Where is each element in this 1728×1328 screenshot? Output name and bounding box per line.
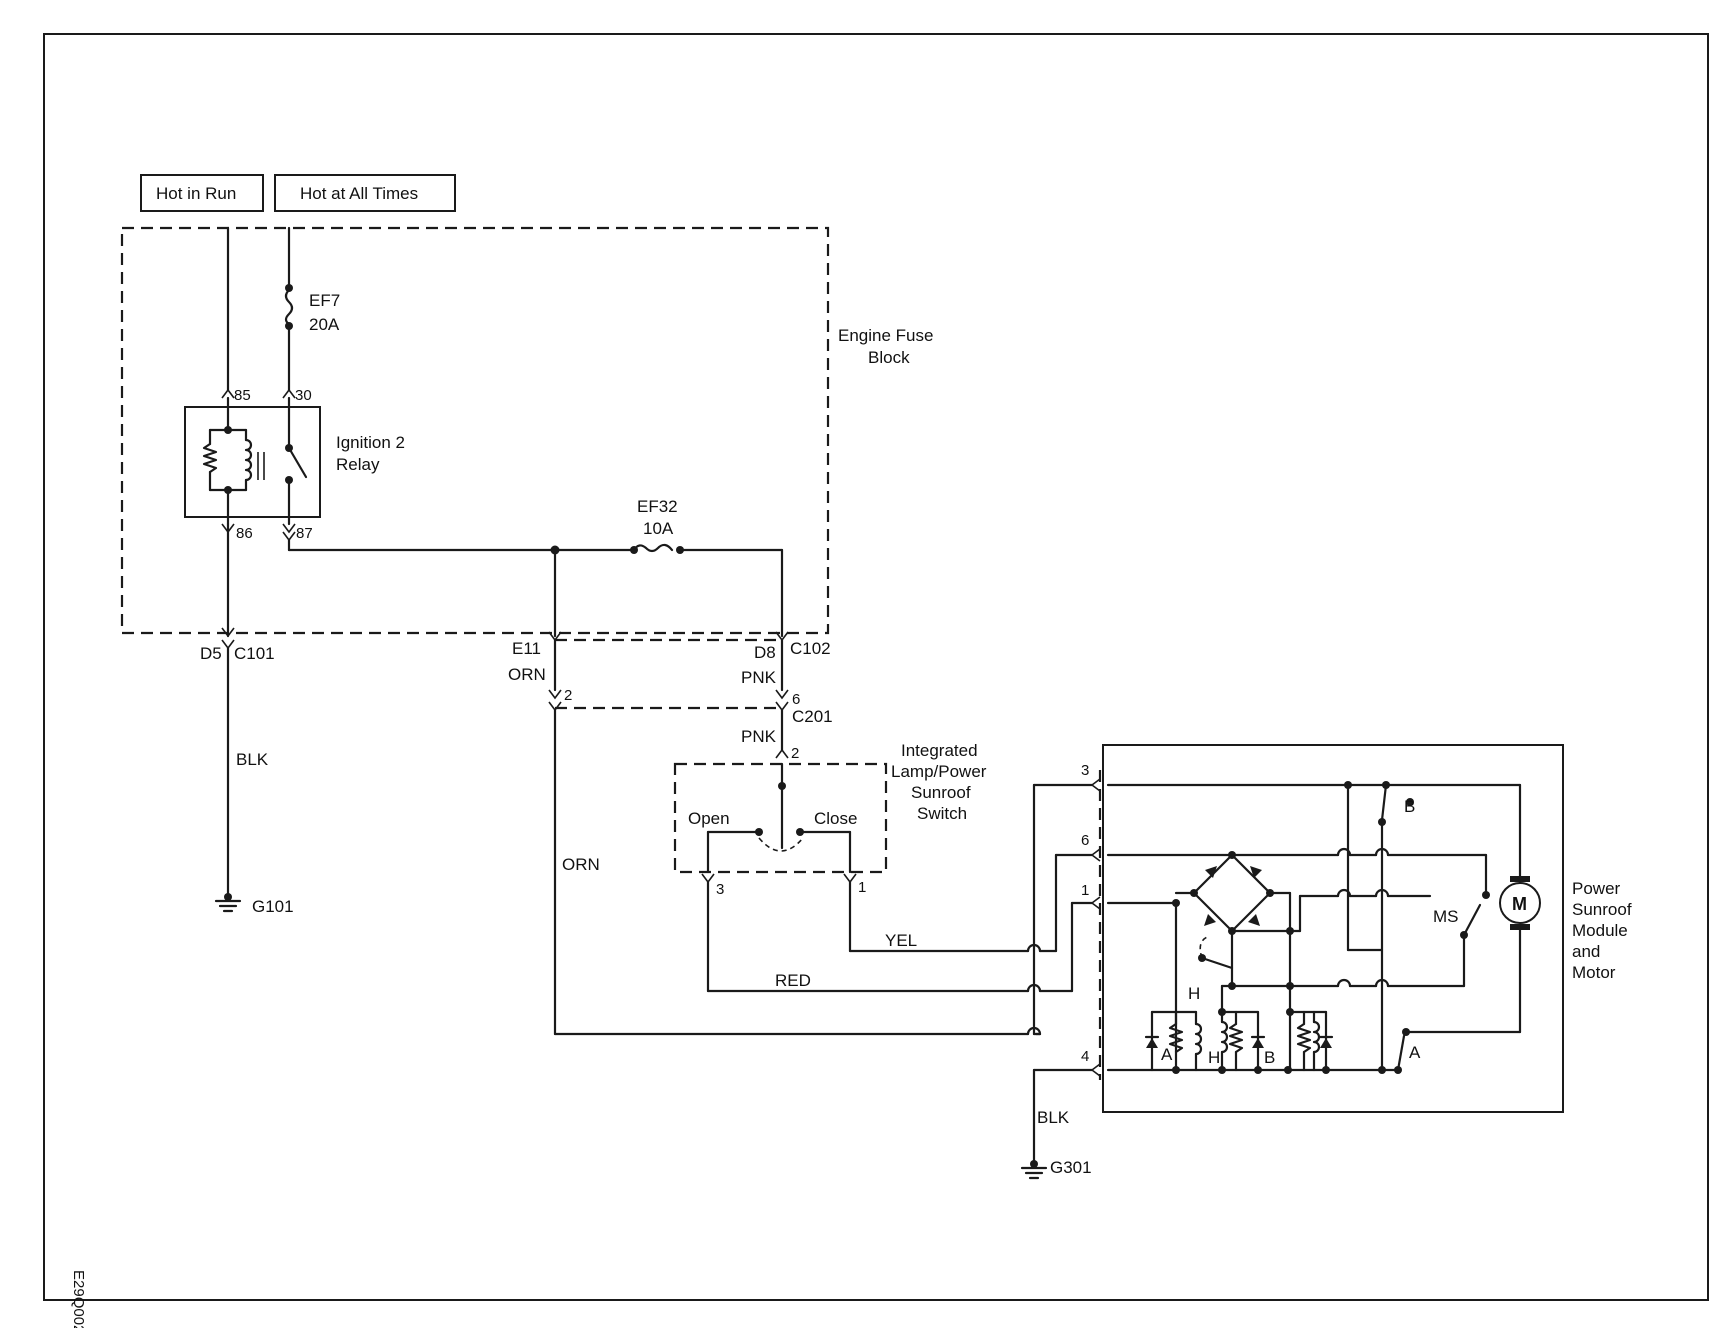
wire-label-orn-2: ORN xyxy=(562,855,600,874)
ground-g301-label: G301 xyxy=(1050,1158,1092,1177)
relay-b-contact xyxy=(1380,783,1388,822)
relay-label-1: Ignition 2 xyxy=(336,433,405,452)
relay-coil xyxy=(244,438,253,482)
relay-ms-contact xyxy=(1462,903,1482,937)
fuse-ef7 xyxy=(284,288,294,326)
fuse-ef32-rating: 10A xyxy=(643,519,674,538)
source-hot-at-all-times-label: Hot at All Times xyxy=(300,184,418,203)
module-label-5: Motor xyxy=(1572,963,1616,982)
relay-pin-30: 30 xyxy=(295,387,312,404)
relay-a-label: A xyxy=(1409,1043,1421,1062)
coil-a xyxy=(1144,1010,1203,1072)
ground-g101 xyxy=(214,899,242,913)
outer-frame xyxy=(43,33,1709,1301)
relay-ms-label: MS xyxy=(1433,907,1459,926)
connector-c101: C101 xyxy=(234,644,275,663)
switch-label-4: Switch xyxy=(917,804,967,823)
module-pin-6: 6 xyxy=(1081,832,1089,849)
switch-pin-1: 1 xyxy=(858,879,866,896)
wire-label-pnk-2: PNK xyxy=(741,727,777,746)
source-hot-in-run: Hot in Run xyxy=(140,174,264,212)
relay-pin-85: 85 xyxy=(234,387,251,404)
switch-label-2: Lamp/Power xyxy=(891,762,987,781)
figure-id: E29Q002 xyxy=(70,1270,87,1328)
engine-fuse-block-label-1: Engine Fuse xyxy=(838,326,933,345)
module-pin-4: 4 xyxy=(1081,1048,1089,1065)
module-pin-1: 1 xyxy=(1081,882,1089,899)
relay-h-contact xyxy=(1200,956,1234,970)
coil-h-label: H xyxy=(1208,1048,1220,1067)
connector-e11: E11 xyxy=(512,639,541,658)
engine-fuse-block-label-2: Block xyxy=(868,348,910,367)
fuse-ef7-rating: 20A xyxy=(309,315,340,334)
connector-pin-2: 2 xyxy=(564,687,572,704)
fuse-ef7-name: EF7 xyxy=(309,291,340,310)
module-label-2: Sunroof xyxy=(1572,900,1632,919)
coil-a-label: A xyxy=(1161,1045,1173,1064)
switch-pin-3: 3 xyxy=(716,881,724,898)
relay-resistor xyxy=(202,442,218,474)
ignition-2-relay xyxy=(184,406,321,518)
relay-h-label: H xyxy=(1188,984,1200,1003)
ground-g101-label: G101 xyxy=(252,897,294,916)
motor-label: M xyxy=(1512,894,1527,914)
fuse-ef32-name: EF32 xyxy=(637,497,678,516)
bridge-rectifier xyxy=(1190,853,1274,935)
switch-pin-2: 2 xyxy=(791,745,799,762)
wire-label-blk-1: BLK xyxy=(236,750,269,769)
wire-label-orn-1: ORN xyxy=(508,665,546,684)
connector-d5: D5 xyxy=(200,644,222,663)
wire-label-blk-2: BLK xyxy=(1037,1108,1070,1127)
relay-pin-86: 86 xyxy=(236,525,253,542)
relay-label-2: Relay xyxy=(336,455,380,474)
source-hot-in-run-label: Hot in Run xyxy=(156,184,236,203)
fuse-ef32 xyxy=(632,543,674,553)
connector-pin-6: 6 xyxy=(792,691,800,708)
relay-pin-87: 87 xyxy=(296,525,313,542)
module-pin-3: 3 xyxy=(1081,762,1089,779)
connector-c102: C102 xyxy=(790,639,831,658)
switch-label-3: Sunroof xyxy=(911,783,971,802)
connector-c201: C201 xyxy=(792,707,833,726)
wire-label-pnk-1: PNK xyxy=(741,668,777,687)
engine-fuse-block-boundary xyxy=(120,226,830,635)
switch-close-label: Close xyxy=(814,809,857,828)
connector-d8: D8 xyxy=(754,643,776,662)
relay-contact xyxy=(287,446,308,479)
coil-b xyxy=(1286,929,1334,1072)
module-label-3: Module xyxy=(1572,921,1628,940)
coil-h xyxy=(1218,984,1266,1072)
motor-icon xyxy=(1499,876,1541,1034)
wire-label-red: RED xyxy=(775,971,811,990)
wire-label-yel: YEL xyxy=(885,931,917,950)
ground-g301 xyxy=(1020,1166,1048,1180)
sunroof-switch-boundary xyxy=(673,762,888,874)
source-hot-at-all-times: Hot at All Times xyxy=(274,174,456,212)
relay-a-contact xyxy=(1396,1034,1406,1072)
sunroof-module-box xyxy=(1102,744,1564,1113)
switch-open-label: Open xyxy=(688,809,730,828)
module-label-1: Power xyxy=(1572,879,1621,898)
module-label-4: and xyxy=(1572,942,1600,961)
coil-b-label: B xyxy=(1264,1048,1275,1067)
relay-b-label: B xyxy=(1404,797,1415,816)
switch-label-1: Integrated xyxy=(901,741,978,760)
